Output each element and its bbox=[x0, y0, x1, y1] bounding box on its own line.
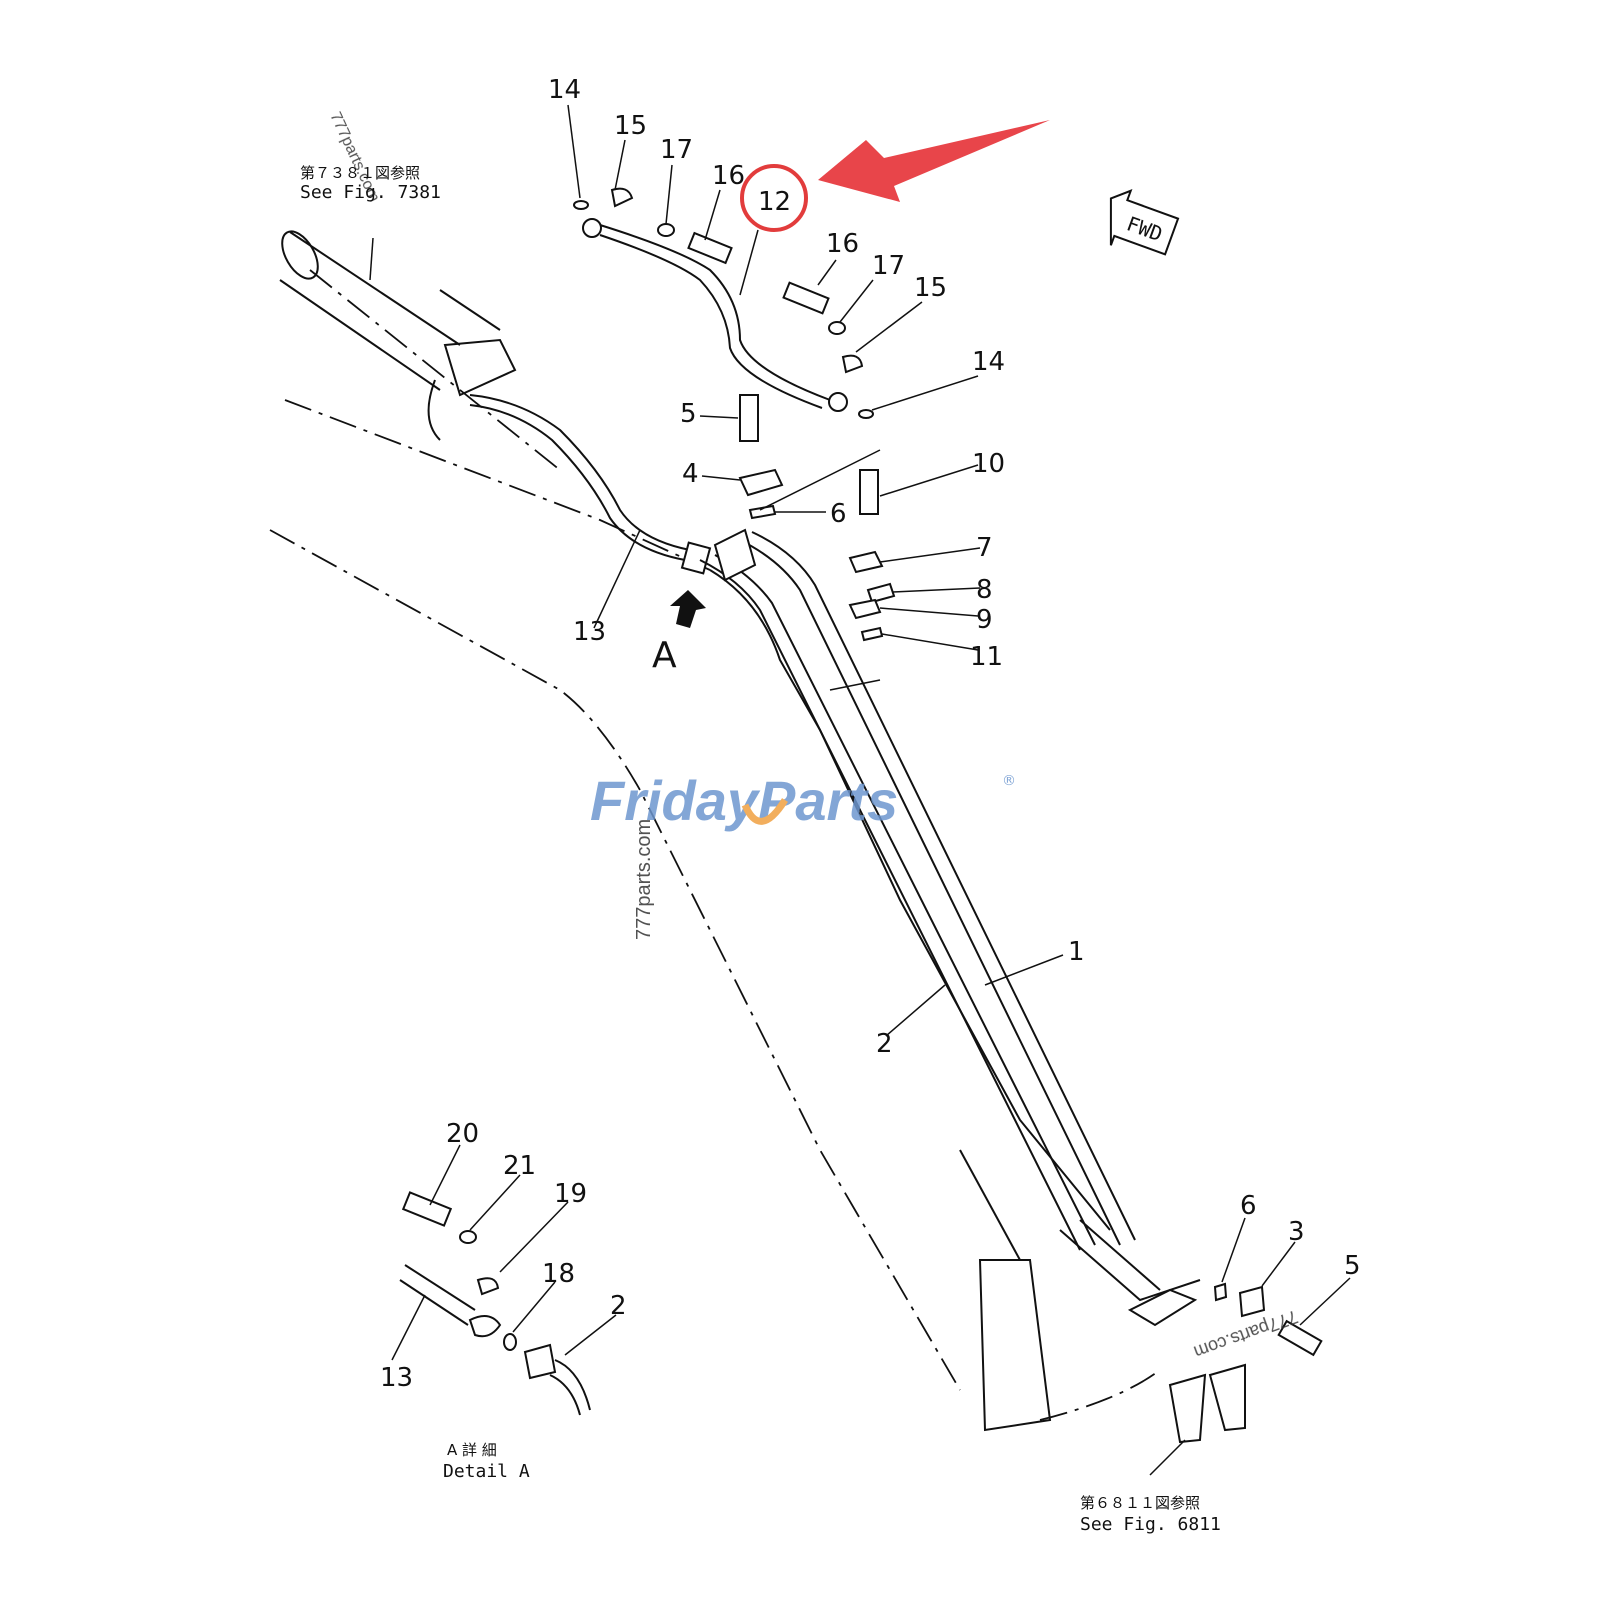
fig-6811-ref: 第６８１１図参照 See Fig. 6811 bbox=[1080, 1494, 1221, 1535]
pipes bbox=[699, 528, 1201, 1327]
callout-15[interactable]: 15 bbox=[914, 273, 947, 303]
hose-12[interactable] bbox=[582, 218, 848, 412]
watermark-site-main: 777parts.com bbox=[633, 819, 655, 940]
view-a-label: A bbox=[652, 635, 677, 676]
callout-2[interactable]: 2 bbox=[876, 1029, 893, 1059]
detail-a-jp: A 詳 細 bbox=[447, 1441, 497, 1459]
callout-3[interactable]: 3 bbox=[1288, 1217, 1305, 1247]
hose-13 bbox=[469, 394, 712, 575]
leader-lines bbox=[369, 104, 1351, 1476]
fig-7381-ref: 第７３８１図参照 See Fig. 7381 bbox=[300, 164, 441, 203]
callout-21[interactable]: 21 bbox=[503, 1151, 536, 1181]
boom-outline bbox=[269, 399, 1161, 1432]
detail-a-ref: A 詳 細 Detail A bbox=[443, 1441, 530, 1482]
callout-12[interactable]: 12 bbox=[758, 187, 791, 217]
callout-14[interactable]: 14 bbox=[972, 347, 1005, 377]
callout-9[interactable]: 9 bbox=[976, 605, 993, 635]
callout-13[interactable]: 13 bbox=[380, 1363, 413, 1393]
callout-6[interactable]: 6 bbox=[830, 499, 847, 529]
callout-20[interactable]: 20 bbox=[446, 1119, 479, 1149]
callout-5[interactable]: 5 bbox=[1344, 1251, 1361, 1281]
callout-7[interactable]: 7 bbox=[976, 533, 993, 563]
fwd-arrow-icon: FWD bbox=[1109, 189, 1180, 256]
highlight-callout-12 bbox=[740, 120, 1050, 232]
callout-1[interactable]: 1 bbox=[1068, 937, 1085, 967]
callout-2[interactable]: 2 bbox=[610, 1291, 627, 1321]
detail-a-en: Detail A bbox=[443, 1461, 530, 1482]
callout-16[interactable]: 16 bbox=[712, 161, 745, 191]
fig-6811-jp: 第６８１１図参照 bbox=[1080, 1494, 1200, 1512]
callout-5[interactable]: 5 bbox=[680, 399, 697, 429]
callout-numbers: 14 15 17 16 12 16 17 15 14 5 4 6 10 7 8 … bbox=[380, 75, 1361, 1393]
callout-11[interactable]: 11 bbox=[970, 642, 1003, 672]
view-a-arrow: A bbox=[652, 590, 706, 676]
callout-19[interactable]: 19 bbox=[554, 1179, 587, 1209]
arm-cylinder bbox=[279, 230, 561, 471]
callout-4[interactable]: 4 bbox=[682, 459, 699, 489]
fig-7381-en: See Fig. 7381 bbox=[300, 182, 441, 203]
watermark-brand: FridayParts bbox=[590, 769, 898, 832]
callout-17[interactable]: 17 bbox=[872, 251, 905, 281]
fig-7381-jp: 第７３８１図参照 bbox=[300, 164, 420, 182]
callout-6[interactable]: 6 bbox=[1240, 1191, 1257, 1221]
watermark-reg: ® bbox=[1002, 773, 1016, 789]
fasteners bbox=[573, 187, 1323, 1444]
callout-10[interactable]: 10 bbox=[972, 449, 1005, 479]
callout-16[interactable]: 16 bbox=[826, 229, 859, 259]
detail-a bbox=[399, 1191, 591, 1416]
callout-18[interactable]: 18 bbox=[542, 1259, 575, 1289]
fig-6811-en: See Fig. 6811 bbox=[1080, 1514, 1221, 1535]
callout-15[interactable]: 15 bbox=[614, 111, 647, 141]
callout-13[interactable]: 13 bbox=[573, 617, 606, 647]
callout-17[interactable]: 17 bbox=[660, 135, 693, 165]
callout-14[interactable]: 14 bbox=[548, 75, 581, 105]
callout-8[interactable]: 8 bbox=[976, 575, 993, 605]
